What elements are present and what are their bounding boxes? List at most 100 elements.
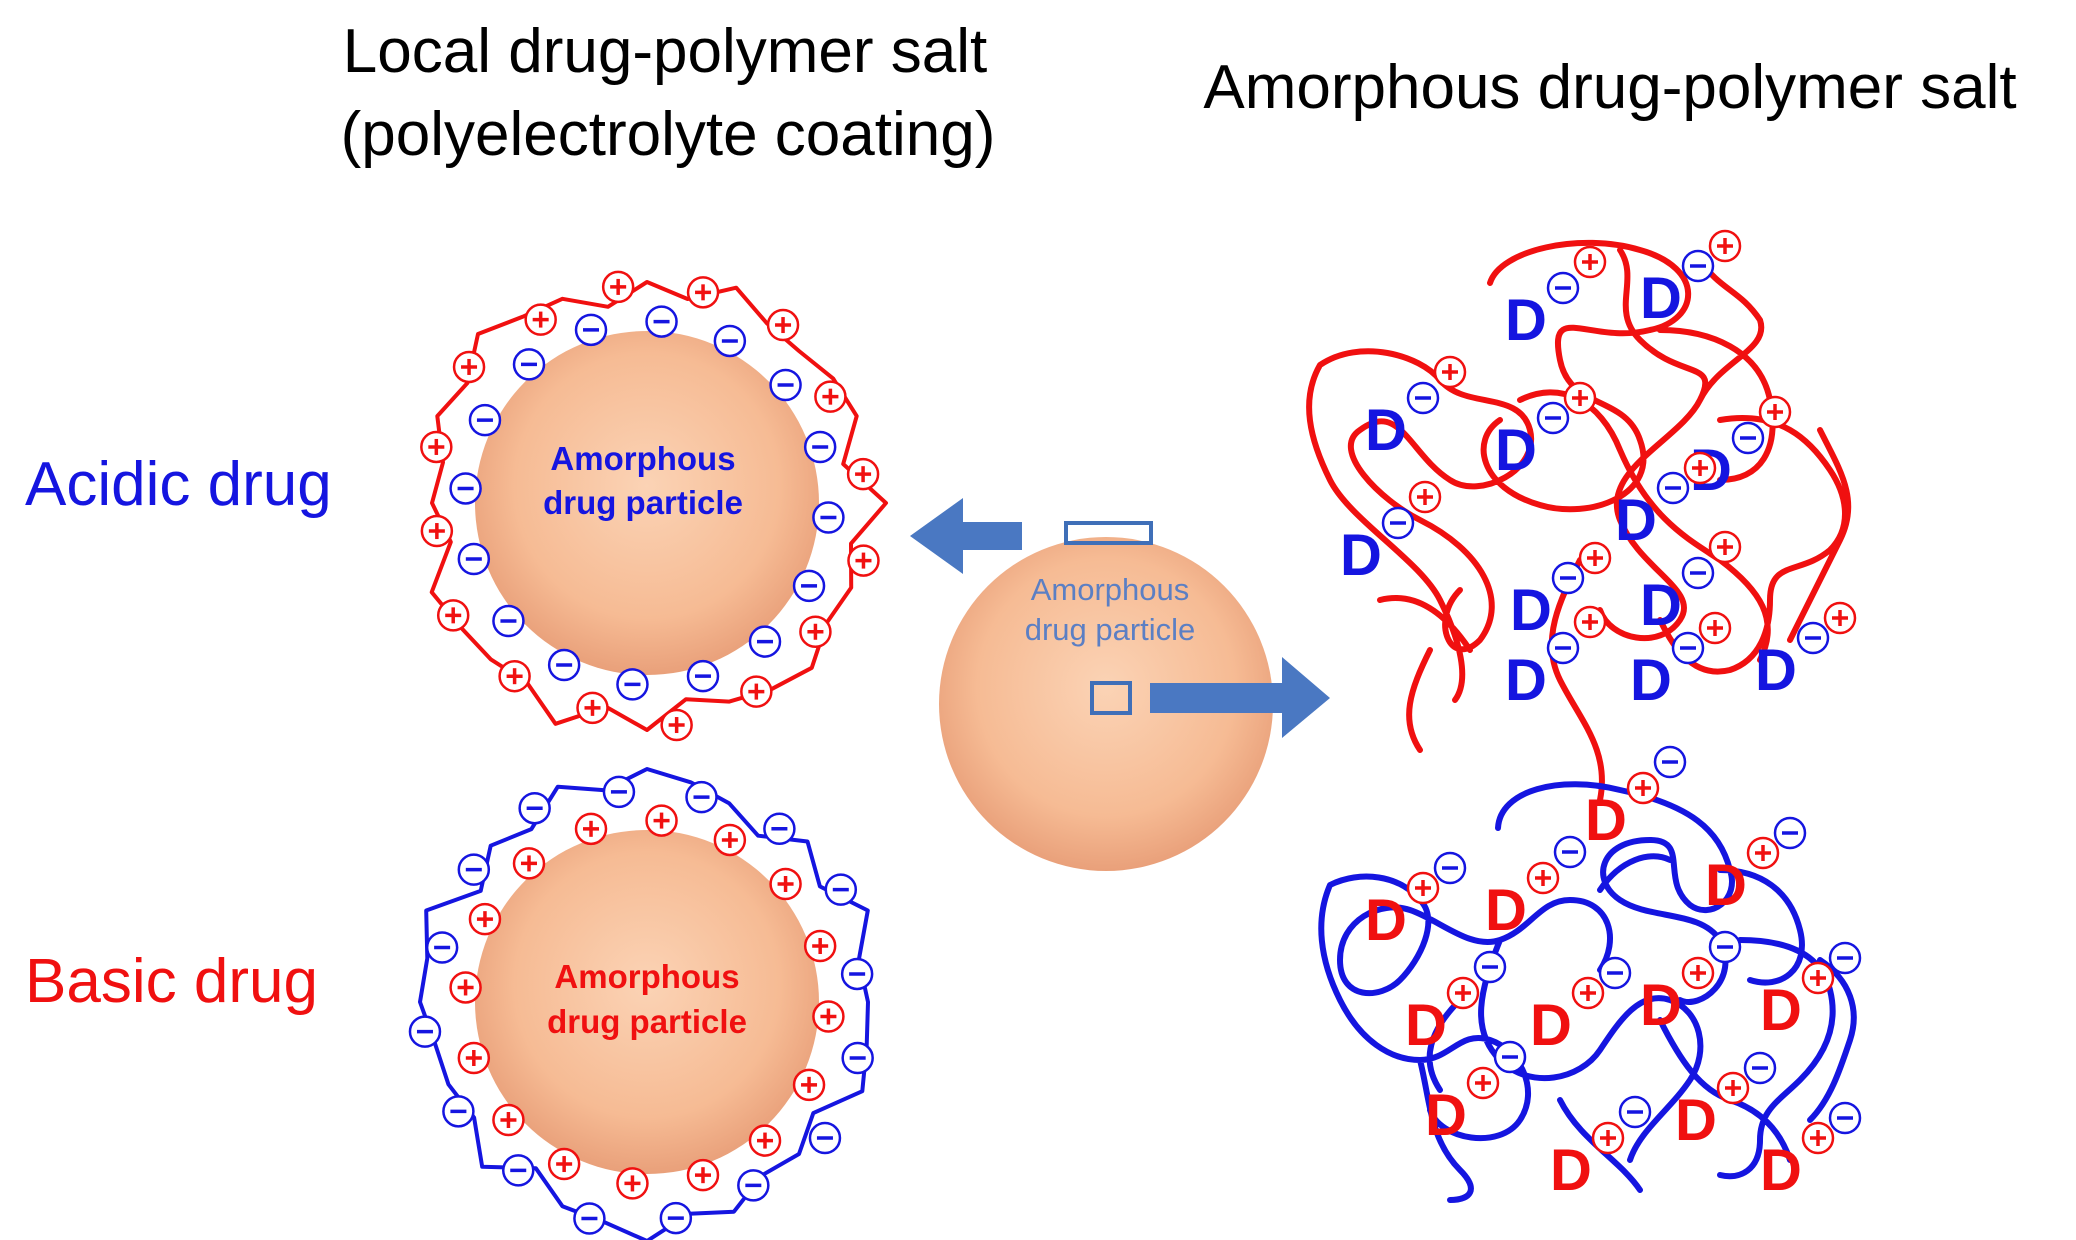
polymer-charge xyxy=(1758,395,1792,429)
drug-letter: D xyxy=(1405,993,1447,1058)
polymer-charge xyxy=(1618,1095,1652,1129)
drug-charge xyxy=(1466,1066,1500,1100)
drug-charge xyxy=(1656,471,1690,505)
drug-letter: D xyxy=(1755,638,1797,703)
polymer-charge xyxy=(1653,745,1687,779)
drug-letter: D xyxy=(1760,1138,1802,1203)
ion-inner xyxy=(547,1147,581,1181)
ion-outer xyxy=(808,1121,842,1155)
basic-ion-pairs xyxy=(408,775,874,1235)
drug-letter: D xyxy=(1365,398,1407,463)
drug-charge xyxy=(1546,631,1580,665)
drug-letter: D xyxy=(1425,1083,1467,1148)
polymer-charge xyxy=(1408,480,1442,514)
title-local-salt-line2: (polyelectrolyte coating) xyxy=(341,100,996,169)
ion-inner xyxy=(748,1124,782,1157)
drug-letter: D xyxy=(1505,648,1547,713)
center-particle-label-line2: drug particle xyxy=(1025,612,1196,647)
title-amorphous-salt: Amorphous drug-polymer salt xyxy=(1203,53,2016,122)
ion-inner xyxy=(468,902,502,936)
ion-inner xyxy=(686,659,720,693)
ion-inner xyxy=(803,430,837,464)
ion-inner xyxy=(748,625,782,658)
ion-outer xyxy=(659,1201,693,1235)
drug-charge xyxy=(1526,861,1560,895)
ion-outer xyxy=(436,599,470,632)
polymer-charge xyxy=(1573,605,1607,639)
ion-outer xyxy=(457,853,491,886)
ion-outer xyxy=(420,430,453,464)
drug-letter: D xyxy=(1675,1088,1717,1153)
center-drug-particle xyxy=(939,537,1273,871)
drug-letter: D xyxy=(1640,266,1682,331)
label-acidic-drug: Acidic drug xyxy=(25,450,332,519)
ion-outer xyxy=(518,791,551,825)
drug-letter: D xyxy=(1495,418,1537,483)
ion-inner xyxy=(457,1041,491,1075)
drug-charge xyxy=(1536,401,1570,435)
acidic-drug-particle xyxy=(475,331,819,675)
drug-letter: D xyxy=(1760,978,1802,1043)
ion-outer xyxy=(420,514,454,548)
ion-outer xyxy=(501,1154,535,1187)
ion-outer xyxy=(799,615,832,649)
ion-outer xyxy=(408,1015,442,1048)
drug-charge xyxy=(1381,506,1415,540)
drug-charge xyxy=(1796,621,1830,655)
ion-inner xyxy=(547,648,581,682)
polymer-charge xyxy=(1683,451,1717,485)
ion-outer xyxy=(814,380,847,413)
arrow-to-amorphous-salt xyxy=(1150,657,1330,738)
drug-charge xyxy=(1551,561,1585,595)
drug-letter: D xyxy=(1640,973,1682,1038)
polymer-charge xyxy=(1563,381,1597,415)
ion-inner xyxy=(686,1158,720,1192)
ion-outer xyxy=(846,457,880,491)
ion-inner xyxy=(512,348,546,381)
ion-outer xyxy=(740,675,773,708)
polymer-charge xyxy=(1708,229,1742,263)
drug-charge xyxy=(1681,956,1715,990)
polymer-charge xyxy=(1473,950,1507,984)
drug-charge xyxy=(1716,1071,1750,1105)
ion-outer xyxy=(763,812,796,846)
drug-letter: D xyxy=(1615,488,1657,553)
basic-drug-particle xyxy=(475,830,819,1174)
ion-outer xyxy=(442,1095,475,1128)
drug-letter: D xyxy=(1340,523,1382,588)
drug-charge xyxy=(1571,976,1605,1010)
drug-letter: D xyxy=(1485,878,1527,943)
acidic-ion-pairs xyxy=(420,270,880,742)
ion-inner xyxy=(713,823,747,857)
ion-inner xyxy=(468,403,502,437)
center-particle-label-line1: Amorphous xyxy=(1031,572,1190,607)
polymer-charge xyxy=(1698,611,1732,645)
basic-particle-label-line1: Amorphous xyxy=(554,958,739,995)
ion-inner xyxy=(574,313,608,347)
drug-charge xyxy=(1731,421,1765,455)
polymer-charge xyxy=(1578,541,1612,575)
ion-outer xyxy=(498,659,531,693)
basic-particle-group: Amorphous drug particle xyxy=(408,767,874,1240)
drug-letter: D xyxy=(1365,888,1407,953)
label-basic-drug: Basic drug xyxy=(25,947,318,1016)
basic-particle-label-line2: drug particle xyxy=(547,1003,747,1040)
ion-inner xyxy=(792,569,826,603)
ion-outer xyxy=(524,303,557,336)
ion-outer xyxy=(841,1041,874,1075)
acidic-particle-label-line1: Amorphous xyxy=(550,440,735,477)
ion-outer xyxy=(660,708,693,742)
surface-region-box xyxy=(1064,521,1153,545)
drug-charge xyxy=(1406,871,1440,905)
polymer-charge xyxy=(1598,956,1632,990)
drug-charge xyxy=(1446,976,1480,1010)
ion-inner xyxy=(512,847,546,880)
polymer-charge xyxy=(1553,835,1587,869)
ion-inner xyxy=(645,305,678,338)
ion-inner xyxy=(616,1167,649,1200)
title-local-salt-line1: Local drug-polymer salt xyxy=(343,17,987,86)
polymer-charge xyxy=(1743,1051,1777,1085)
ion-inner xyxy=(769,368,802,402)
